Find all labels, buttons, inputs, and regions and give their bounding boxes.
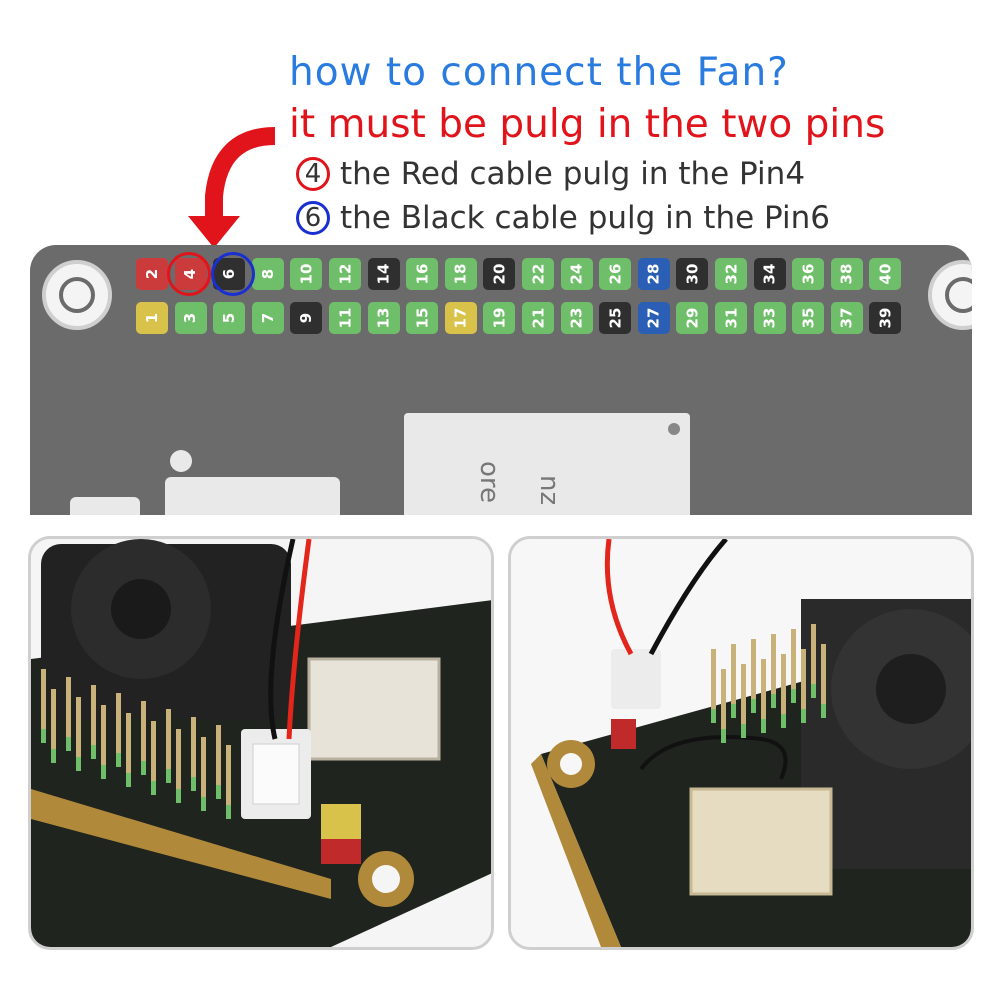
board-dot: [170, 450, 192, 472]
gpio-pin-35: 35: [792, 302, 825, 334]
gpio-pin-20: 20: [483, 258, 516, 290]
gpio-pin-15: 15: [406, 302, 439, 334]
header-pin: [751, 639, 756, 713]
photo-fan-connection-right: [508, 536, 974, 950]
header-pin: [101, 705, 106, 779]
note-black-cable-text: the Black cable pulg in the Pin6: [340, 200, 831, 236]
gpio-pin-36: 36: [792, 258, 825, 290]
gpio-pin-12: 12: [329, 258, 361, 290]
header-pin: [216, 725, 221, 799]
gpio-pin-29: 29: [676, 302, 709, 334]
header-pin: [811, 624, 816, 698]
gpio-pin-13: 13: [367, 302, 400, 334]
header-pin: [41, 669, 46, 743]
arrow-pointer-icon: [188, 127, 276, 248]
header-pin: [771, 634, 776, 708]
pin-6-highlight: [211, 252, 255, 296]
gpio-pin-18: 18: [444, 258, 477, 290]
mount-hole-left: [42, 260, 112, 330]
header-pin: [76, 697, 81, 771]
gpio-pin-33: 33: [753, 302, 786, 334]
photo-left-pins: [31, 539, 491, 947]
header-pin: [141, 701, 146, 775]
header-pin: [711, 649, 716, 723]
header-pin: [51, 689, 56, 763]
header-pin: [781, 654, 786, 728]
header-pin: [201, 737, 206, 811]
gpio-pin-2: 2: [136, 258, 168, 290]
gpio-pin-31: 31: [715, 302, 747, 334]
gpio-pin-10: 10: [290, 258, 323, 290]
header-pin: [66, 677, 71, 751]
gpio-pin-3: 3: [174, 302, 207, 334]
chip-dot: [668, 423, 680, 435]
gpio-pin-19: 19: [483, 302, 516, 334]
gpio-pin-14: 14: [367, 258, 400, 290]
header-pin: [226, 745, 231, 819]
gpio-pin-5: 5: [213, 302, 246, 334]
gpio-pin-17: 17: [444, 302, 477, 334]
header-pin: [821, 644, 826, 718]
note-red-cable: 4 the Red cable pulg in the Pin4: [296, 156, 805, 192]
header-pin: [801, 649, 806, 723]
gpio-pin-8: 8: [251, 258, 284, 290]
header-pin: [151, 721, 156, 795]
gpio-pin-40: 40: [869, 258, 902, 290]
photo-fan-connection-left: [28, 536, 494, 950]
gpio-pin-7: 7: [251, 302, 284, 334]
gpio-pin-21: 21: [522, 302, 554, 334]
pin-6-badge: 6: [296, 201, 330, 235]
header-pin: [176, 729, 181, 803]
gpio-pin-37: 37: [830, 302, 863, 334]
header-pin: [191, 717, 196, 791]
header-pin: [91, 685, 96, 759]
note-red-cable-text: the Red cable pulg in the Pin4: [340, 156, 806, 192]
photo-right-illustration: [511, 539, 971, 947]
photo-right-pins: [511, 539, 971, 947]
gpio-pin-32: 32: [715, 258, 747, 290]
header-pin: [166, 709, 171, 783]
gpio-pin-25: 25: [599, 302, 632, 334]
gpio-pin-24: 24: [560, 258, 593, 290]
gpio-pin-11: 11: [329, 302, 361, 334]
heading-line-2: it must be pulg in the two pins: [289, 102, 886, 147]
gpio-pin-16: 16: [406, 258, 439, 290]
gpio-pin-22: 22: [522, 258, 554, 290]
gpio-pin-30: 30: [676, 258, 709, 290]
header-pin: [721, 669, 726, 743]
photo-left-illustration: [31, 539, 491, 947]
mount-hole-right: [928, 260, 972, 330]
gpio-pin-23: 23: [560, 302, 593, 334]
gpio-pin-26: 26: [599, 258, 632, 290]
chip-module: ore nz: [404, 413, 690, 515]
chip-label-1: ore: [474, 461, 504, 504]
connector-small: [70, 497, 140, 515]
pin-4-badge: 4: [296, 157, 330, 191]
connector-block: [165, 477, 340, 515]
gpio-pin-9: 9: [290, 302, 323, 334]
header-pin: [126, 713, 131, 787]
header-pin: [791, 629, 796, 703]
header-pin: [116, 693, 121, 767]
gpio-pin-1: 1: [136, 302, 168, 334]
gpio-pin-28: 28: [637, 258, 670, 290]
header-pin: [761, 659, 766, 733]
gpio-pin-27: 27: [637, 302, 670, 334]
chip-label-2: nz: [534, 475, 564, 506]
pin-4-highlight: [167, 252, 211, 296]
header-pin: [741, 664, 746, 738]
gpio-pin-34: 34: [753, 258, 786, 290]
gpio-pin-39: 39: [869, 302, 902, 334]
note-black-cable: 6 the Black cable pulg in the Pin6: [296, 200, 830, 236]
gpio-pin-38: 38: [830, 258, 863, 290]
header-pin: [731, 644, 736, 718]
heading-line-1: how to connect the Fan?: [289, 50, 789, 95]
